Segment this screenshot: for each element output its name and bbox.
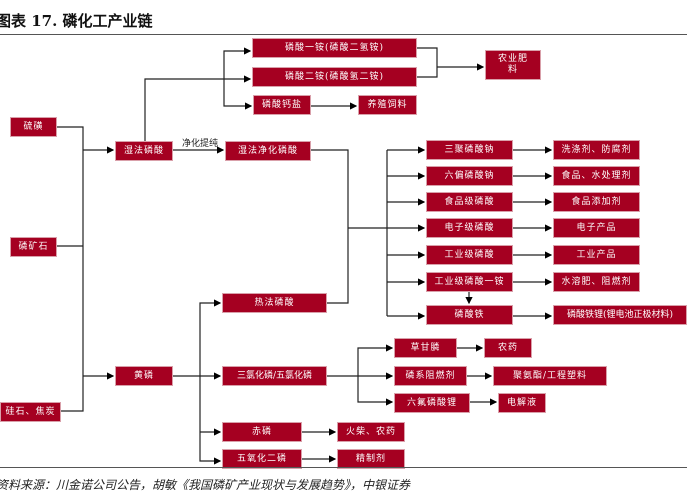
acid-product: 磷酸铁 <box>426 305 513 325</box>
node-red-p-use: 火柴、农药 <box>337 422 405 442</box>
acid-product: 工业级磷酸 <box>426 245 513 265</box>
acid-use: 食品添加剂 <box>553 192 640 212</box>
acid-product: 电子级磷酸 <box>426 218 513 238</box>
acid-use: 水溶肥、阻燃剂 <box>553 272 640 292</box>
figure-title: 图表 17. 磷化工产业链 <box>0 12 153 30</box>
node-electrolyte: 电解液 <box>498 393 546 413</box>
source-note: 资料来源：川金诺公司公告，胡敏《我国磷矿产业现状与发展趋势》，中银证券 <box>0 478 411 492</box>
node-yellow-p: 黄磷 <box>115 366 173 386</box>
acid-use: 洗涤剂、防腐剂 <box>553 140 640 160</box>
acid-product: 食品级磷酸 <box>426 192 513 212</box>
purify-label: 净化提纯 <box>182 139 219 149</box>
acid-use: 电子产品 <box>553 218 640 238</box>
node-p2o5-use: 精制剂 <box>337 449 405 469</box>
node-pesticide: 农药 <box>484 338 532 358</box>
node-flame-retardant: 磷系阻燃剂 <box>394 366 467 386</box>
node-dap: 磷酸二铵(磷酸氢二铵) <box>252 67 417 87</box>
node-ca-salt: 磷酸钙盐 <box>253 95 311 115</box>
acid-product: 工业级磷酸一铵 <box>426 272 513 292</box>
node-silica-coke: 硅石、焦炭 <box>0 402 61 422</box>
node-map: 磷酸一铵(磷酸二氢铵) <box>252 38 417 58</box>
acid-product: 六偏磷酸钠 <box>426 166 513 186</box>
node-p2o5: 五氧化二磷 <box>222 449 302 469</box>
node-pcl: 三氯化磷/五氯化磷 <box>222 366 327 386</box>
acid-product: 三聚磷酸钠 <box>426 140 513 160</box>
acid-use: 食品、水处理剂 <box>553 166 640 186</box>
node-feed: 养殖饲料 <box>358 95 417 115</box>
node-phosphate-rock: 磷矿石 <box>10 237 57 257</box>
node-thermal-acid: 热法磷酸 <box>222 293 327 313</box>
divider <box>0 34 687 35</box>
node-sulfur: 硫磺 <box>10 117 57 137</box>
node-wet-acid: 湿法磷酸 <box>115 141 173 161</box>
node-wet-purified: 湿法净化磷酸 <box>225 141 311 161</box>
node-glyphosate: 草甘膦 <box>394 338 457 358</box>
node-red-p: 赤磷 <box>222 422 302 442</box>
divider <box>0 467 687 468</box>
acid-use: 磷酸铁锂(锂电池正极材料) <box>553 305 687 325</box>
node-lipf6: 六氟磷酸锂 <box>394 393 470 413</box>
node-agri-fertilizer: 农业肥料 <box>485 50 541 80</box>
node-polyurethane: 聚氨酯/工程塑料 <box>493 366 607 386</box>
acid-use: 工业产品 <box>553 245 640 265</box>
